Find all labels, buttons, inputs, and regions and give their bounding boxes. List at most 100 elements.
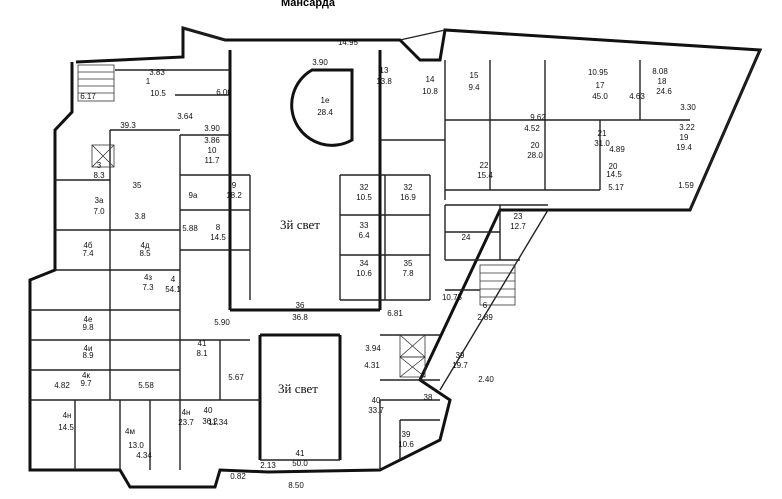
room-label: 8.08 [652, 67, 668, 76]
room-label: 13.8 [376, 77, 392, 86]
room-label: 8.3 [93, 171, 105, 180]
room-label: 6.17 [80, 92, 96, 101]
room-label: 4к [82, 371, 90, 380]
room-label: 22 [480, 161, 489, 170]
room-label: 4з [144, 273, 152, 282]
room-label: 6.81 [387, 309, 403, 318]
room-label: 10.6 [398, 440, 414, 449]
room-label: 4 [171, 275, 176, 284]
room-label: 45.0 [592, 92, 608, 101]
room-label: 3.86 [204, 136, 220, 145]
room-label: 4и [84, 344, 93, 353]
room-label: 3.83 [149, 68, 165, 77]
room-label: 31.0 [594, 139, 610, 148]
room-label: 3й свет [280, 217, 320, 232]
room-label: 32 [404, 183, 413, 192]
room-label: 4.34 [136, 451, 152, 460]
room-label: 4.52 [524, 124, 540, 133]
room-label: 5.67 [228, 373, 244, 382]
room-label: 3.22 [679, 123, 695, 132]
room-label: 13.0 [128, 441, 144, 450]
room-label: 7.3 [142, 283, 154, 292]
room-label: 2.40 [478, 375, 494, 384]
room-label: 2.13 [260, 461, 276, 470]
room-label: 19 [680, 133, 689, 142]
round-room-wall [290, 68, 354, 147]
room-label: 33.7 [368, 406, 384, 415]
room-label: 1.59 [678, 181, 694, 190]
room-label: 8.1 [196, 349, 208, 358]
room-label: 8.50 [288, 481, 304, 490]
room-label: 8.5 [139, 249, 151, 258]
room-label: 23 [514, 212, 523, 221]
room-label: 14.5 [210, 233, 226, 242]
room-label: 4.82 [54, 381, 70, 390]
room-label: 3.64 [177, 112, 193, 121]
room-label: 24 [462, 233, 471, 242]
room-label: 9.8 [82, 323, 94, 332]
room-label: 35 [404, 259, 413, 268]
room-label: 15 [470, 71, 479, 80]
room-label: 20 [609, 162, 618, 171]
room-label: 8 [216, 223, 221, 232]
room-label: 3.8 [134, 212, 146, 221]
room-label: 18 [658, 77, 667, 86]
room-label: 10 [208, 146, 217, 155]
outer-walls [28, 26, 763, 489]
room-label: 0.82 [230, 472, 246, 481]
room-label: 3.30 [680, 103, 696, 112]
interior-walls [30, 50, 690, 470]
room-label: 35 [133, 181, 142, 190]
room-label: 4б [83, 241, 92, 250]
room-label: 8.9 [82, 351, 94, 360]
room-label: 21 [598, 129, 607, 138]
room-label: 17 [596, 81, 605, 90]
room-label: 10.95 [588, 68, 609, 77]
stair-hatching [77, 64, 516, 378]
room-label: 4.63 [629, 92, 645, 101]
room-label: 3.90 [312, 58, 328, 67]
room-label: 36.2 [202, 417, 218, 426]
room-label: 4н [63, 411, 72, 420]
room-label: 9а [189, 191, 198, 200]
room-label: 33 [360, 221, 369, 230]
room-label: 28.4 [317, 108, 333, 117]
room-label: 36.8 [292, 313, 308, 322]
room-label: 34 [360, 259, 369, 268]
room-label: 4м [125, 427, 135, 436]
room-label: 4е [84, 315, 93, 324]
room-label: 3 [97, 161, 102, 170]
room-label: 14.5 [58, 423, 74, 432]
room-label: 19.7 [452, 361, 468, 370]
room-label: 7.8 [402, 269, 414, 278]
room-label: 54.1 [165, 285, 181, 294]
room-label: 20 [531, 141, 540, 150]
room-label: 15.4 [477, 171, 493, 180]
room-label: 5.90 [214, 318, 230, 327]
room-label: 3й свет [278, 381, 318, 396]
plan-title: Мансарда [281, 0, 336, 9]
room-label: 12.7 [510, 222, 526, 231]
room-label: 3.90 [204, 124, 220, 133]
room-label: 4д [140, 241, 149, 250]
room-label: 39.3 [120, 121, 136, 130]
room-label: 9 [232, 181, 237, 190]
room-label: 9.62 [530, 113, 546, 122]
room-label: 24.6 [656, 87, 672, 96]
room-label: 4н [182, 408, 191, 417]
room-label: 5.17 [608, 183, 624, 192]
room-label: 1 [146, 77, 151, 86]
room-label: 14.95 [338, 38, 359, 47]
room-label: 38 [424, 393, 433, 402]
room-label: 28.0 [527, 151, 543, 160]
room-label: 18.2 [226, 191, 242, 200]
room-label: 3a [95, 196, 104, 205]
room-label: 10.5 [356, 193, 372, 202]
room-label: 10.75 [442, 293, 463, 302]
room-label: 41 [198, 339, 207, 348]
room-label: 10.5 [150, 89, 166, 98]
room-label: 4.89 [609, 145, 625, 154]
room-label: 50.0 [292, 459, 308, 468]
